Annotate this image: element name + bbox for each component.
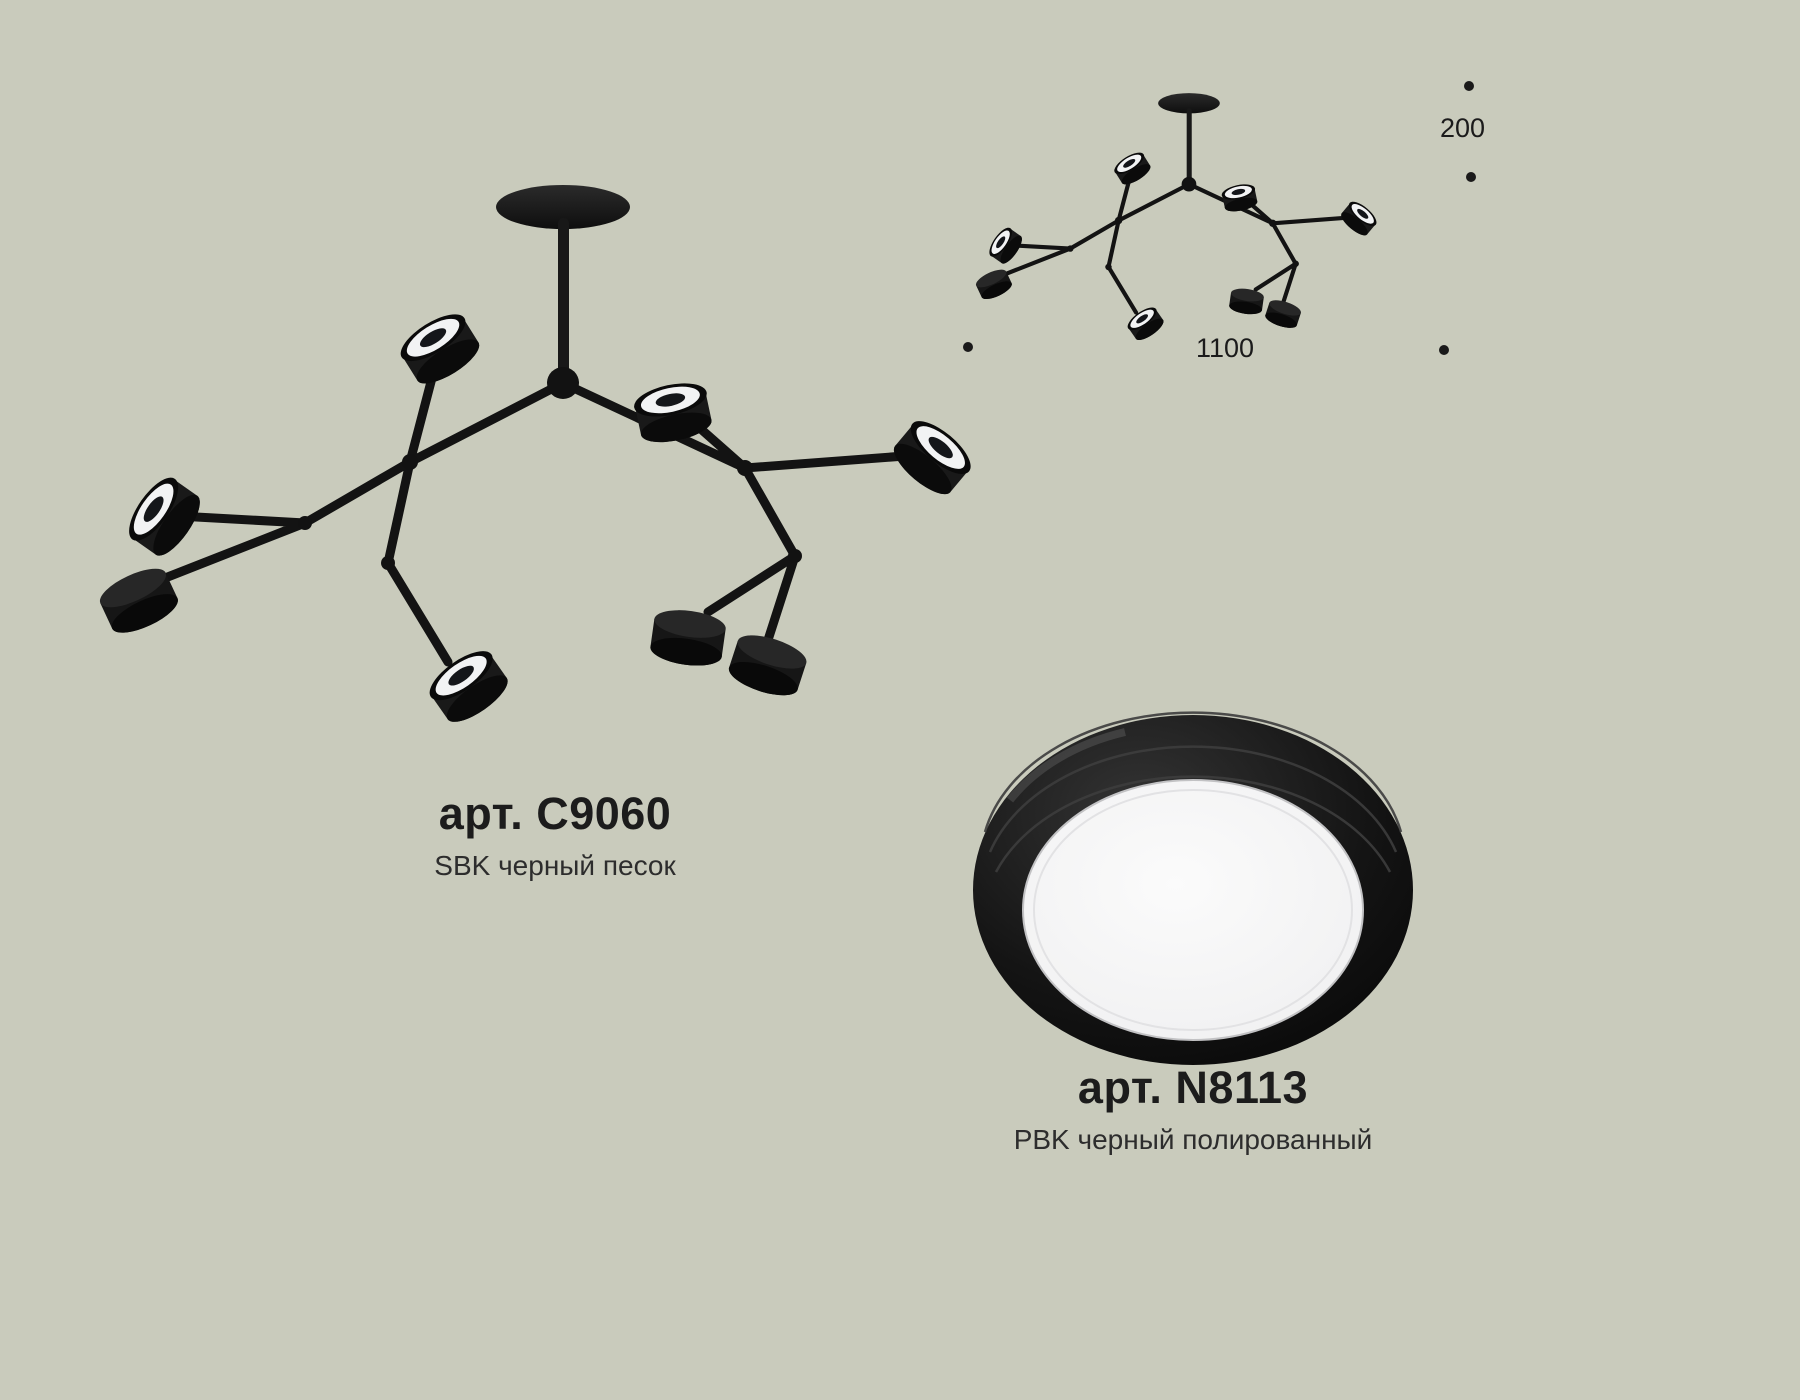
main-product-finish-label: SBK черный песок (434, 850, 676, 881)
main-product-art-label: арт. C9060 (438, 788, 672, 839)
lamp-head-back (725, 628, 811, 703)
lamp-head-ring (393, 305, 487, 393)
main-product-label-block: арт. C9060 SBK черный песок (330, 788, 780, 882)
branch-joints (298, 367, 802, 570)
dimension-dot (1439, 345, 1449, 355)
lamp-head-back (648, 606, 728, 670)
component-ribs (983, 711, 1403, 873)
lamp-head-ring (631, 377, 716, 448)
component-art-label: арт. N8113 (1077, 1062, 1309, 1113)
dimension-dot (1466, 172, 1476, 182)
stem (558, 218, 569, 386)
lamp-head-ring (886, 412, 979, 503)
component-diffuser-ring (1033, 789, 1353, 1031)
ceiling-canopy (496, 185, 630, 229)
dimension-dots (963, 81, 1476, 355)
dimension-diagram-chandelier (974, 93, 1381, 344)
component-label-block: арт. N8113 PBK черный полированный (962, 1062, 1424, 1156)
component-highlight (1006, 728, 1126, 803)
dimension-height-label: 200 (1440, 113, 1486, 143)
lamp-head-ring (120, 470, 209, 563)
branch-arms (155, 350, 923, 667)
dimension-dot (963, 342, 973, 352)
component-diffuser (1022, 779, 1364, 1041)
lamp-head-ring (422, 642, 515, 731)
component-finish-label: PBK черный полированный (1013, 1124, 1373, 1155)
dimension-width-label: 1100 (1196, 333, 1255, 363)
main-product-photo (94, 185, 979, 731)
component-photo (973, 711, 1413, 1065)
dimension-dot (1464, 81, 1474, 91)
